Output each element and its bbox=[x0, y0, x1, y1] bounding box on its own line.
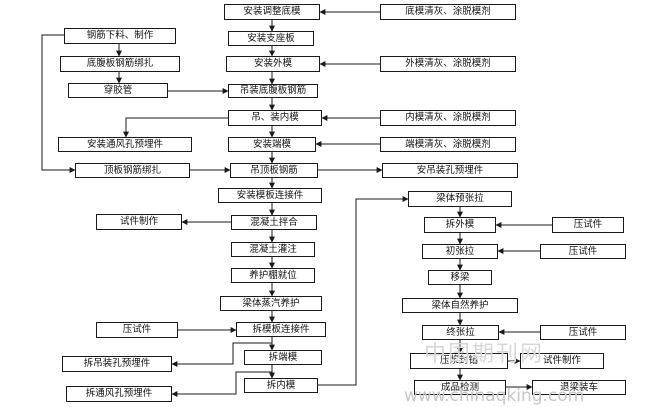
step-lift-bottom-web-rebar: 吊装底腹板钢筋 bbox=[228, 84, 318, 98]
step-specimen-making-left: 试件制作 bbox=[96, 214, 182, 230]
step-remove-outer-mold: 拆外模 bbox=[424, 217, 496, 233]
step-quality-inspection: 成品检测 bbox=[414, 380, 506, 395]
step-curing-shed: 养护棚就位 bbox=[231, 268, 315, 283]
step-test-block-right-2: 压试件 bbox=[540, 244, 626, 259]
note-inner-mold-release: 内模清灰、涂脱模剂 bbox=[380, 110, 516, 126]
step-install-bottom-mold: 安装调整底模 bbox=[224, 4, 320, 20]
step-remove-end-mold: 拆端模 bbox=[244, 350, 322, 365]
step-install-vent-embed: 安装通风孔预埋件 bbox=[58, 137, 192, 152]
step-bottom-web-rebar-tying: 底腹板钢筋绑扎 bbox=[60, 56, 180, 72]
step-concrete-pouring: 混凝土灌注 bbox=[231, 242, 315, 257]
note-end-mold-release: 端模清灰、涂脱模剂 bbox=[380, 137, 516, 152]
step-initial-tensioning: 初张拉 bbox=[422, 244, 498, 259]
step-pre-tensioning: 梁体预张拉 bbox=[408, 191, 512, 207]
step-concrete-mixing: 混凝土拌合 bbox=[231, 215, 317, 230]
step-top-rebar-tying: 顶板钢筋绑扎 bbox=[75, 163, 190, 178]
step-install-end-mold: 安装端模 bbox=[228, 137, 316, 152]
step-rebar-cutting: 钢筋下料、制作 bbox=[64, 28, 176, 44]
step-remove-lift-embed: 拆吊装孔预埋件 bbox=[62, 356, 172, 372]
step-remove-vent-embed: 拆通风孔预埋件 bbox=[66, 386, 172, 402]
step-lift-top-rebar: 吊顶板钢筋 bbox=[230, 163, 318, 178]
step-load-out: 退梁装车 bbox=[532, 380, 626, 395]
step-test-block-right-1: 压试件 bbox=[552, 217, 624, 233]
step-natural-curing: 梁体自然养护 bbox=[402, 298, 518, 313]
step-install-bearing-plate: 安装支座板 bbox=[228, 31, 314, 46]
step-thread-rubber-tube: 穿胶管 bbox=[68, 83, 168, 98]
step-remove-connectors: 拆模板连接件 bbox=[236, 322, 326, 337]
step-specimen-making-right: 试件制作 bbox=[520, 353, 604, 369]
step-remove-inner-mold: 拆内模 bbox=[244, 378, 318, 393]
step-test-block-right-3: 压试件 bbox=[540, 325, 626, 340]
note-bottom-mold-release: 底模清灰、涂脱模剂 bbox=[380, 4, 516, 20]
step-lift-inner-mold: 吊、装内模 bbox=[228, 110, 322, 126]
note-lift-hole-embed: 安吊装孔预埋件 bbox=[382, 163, 518, 178]
step-steam-curing: 梁体蒸汽养护 bbox=[220, 296, 322, 311]
step-install-connectors: 安装模板连接件 bbox=[218, 188, 322, 203]
step-test-block-left: 压试件 bbox=[96, 322, 178, 338]
step-move-beam: 移梁 bbox=[428, 270, 492, 285]
step-final-tensioning: 终张拉 bbox=[422, 325, 499, 340]
step-grout-anchor-seal: 压浆封锚 bbox=[410, 353, 508, 369]
step-install-outer-mold: 安装外模 bbox=[226, 56, 320, 72]
note-outer-mold-release: 外模清灰、涂脱模剂 bbox=[380, 56, 516, 72]
